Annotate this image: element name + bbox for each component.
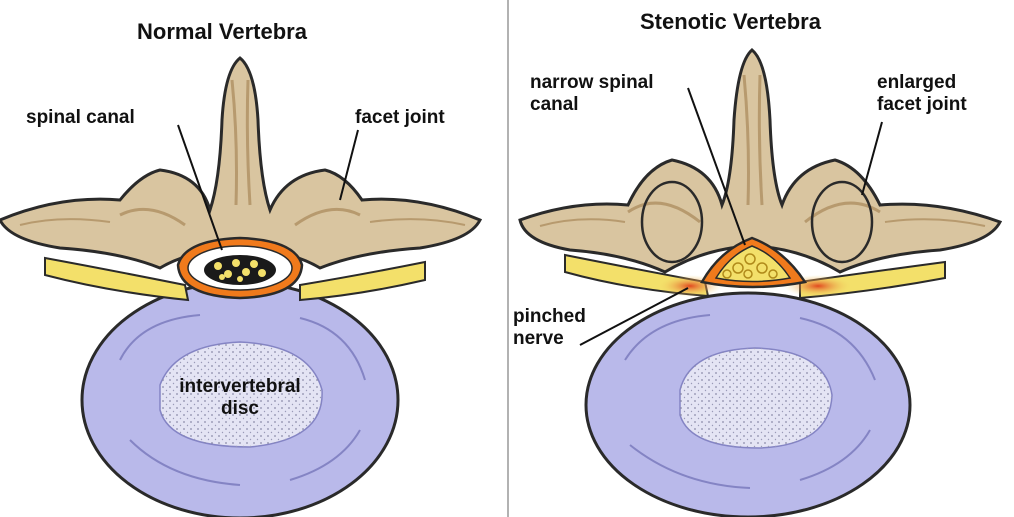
label-pinched-nerve: pinched nerve <box>513 306 586 350</box>
normal-nerve-left <box>44 256 190 302</box>
leader-spinal-canal <box>177 124 223 251</box>
label-facet-joint: facet joint <box>355 107 445 128</box>
label-spinal-canal: spinal canal <box>26 107 135 128</box>
leader-narrow-canal <box>687 87 746 246</box>
stenotic-title: Stenotic Vertebra <box>640 9 821 34</box>
label-intervertebral-disc: intervertebral disc <box>179 376 301 420</box>
label-narrow-spinal-canal: narrow spinal canal <box>530 72 654 116</box>
stenotic-vertebra <box>518 48 1003 517</box>
normal-vertebra <box>0 56 483 517</box>
leader-enlarged-facet <box>861 121 883 196</box>
leader-facet-joint <box>339 129 359 201</box>
normal-bone <box>0 56 483 270</box>
label-enlarged-facet-joint: enlarged facet joint <box>877 72 967 116</box>
normal-title: Normal Vertebra <box>137 19 307 44</box>
normal-nerve-right <box>299 260 426 302</box>
leader-pinched-nerve <box>579 287 689 346</box>
